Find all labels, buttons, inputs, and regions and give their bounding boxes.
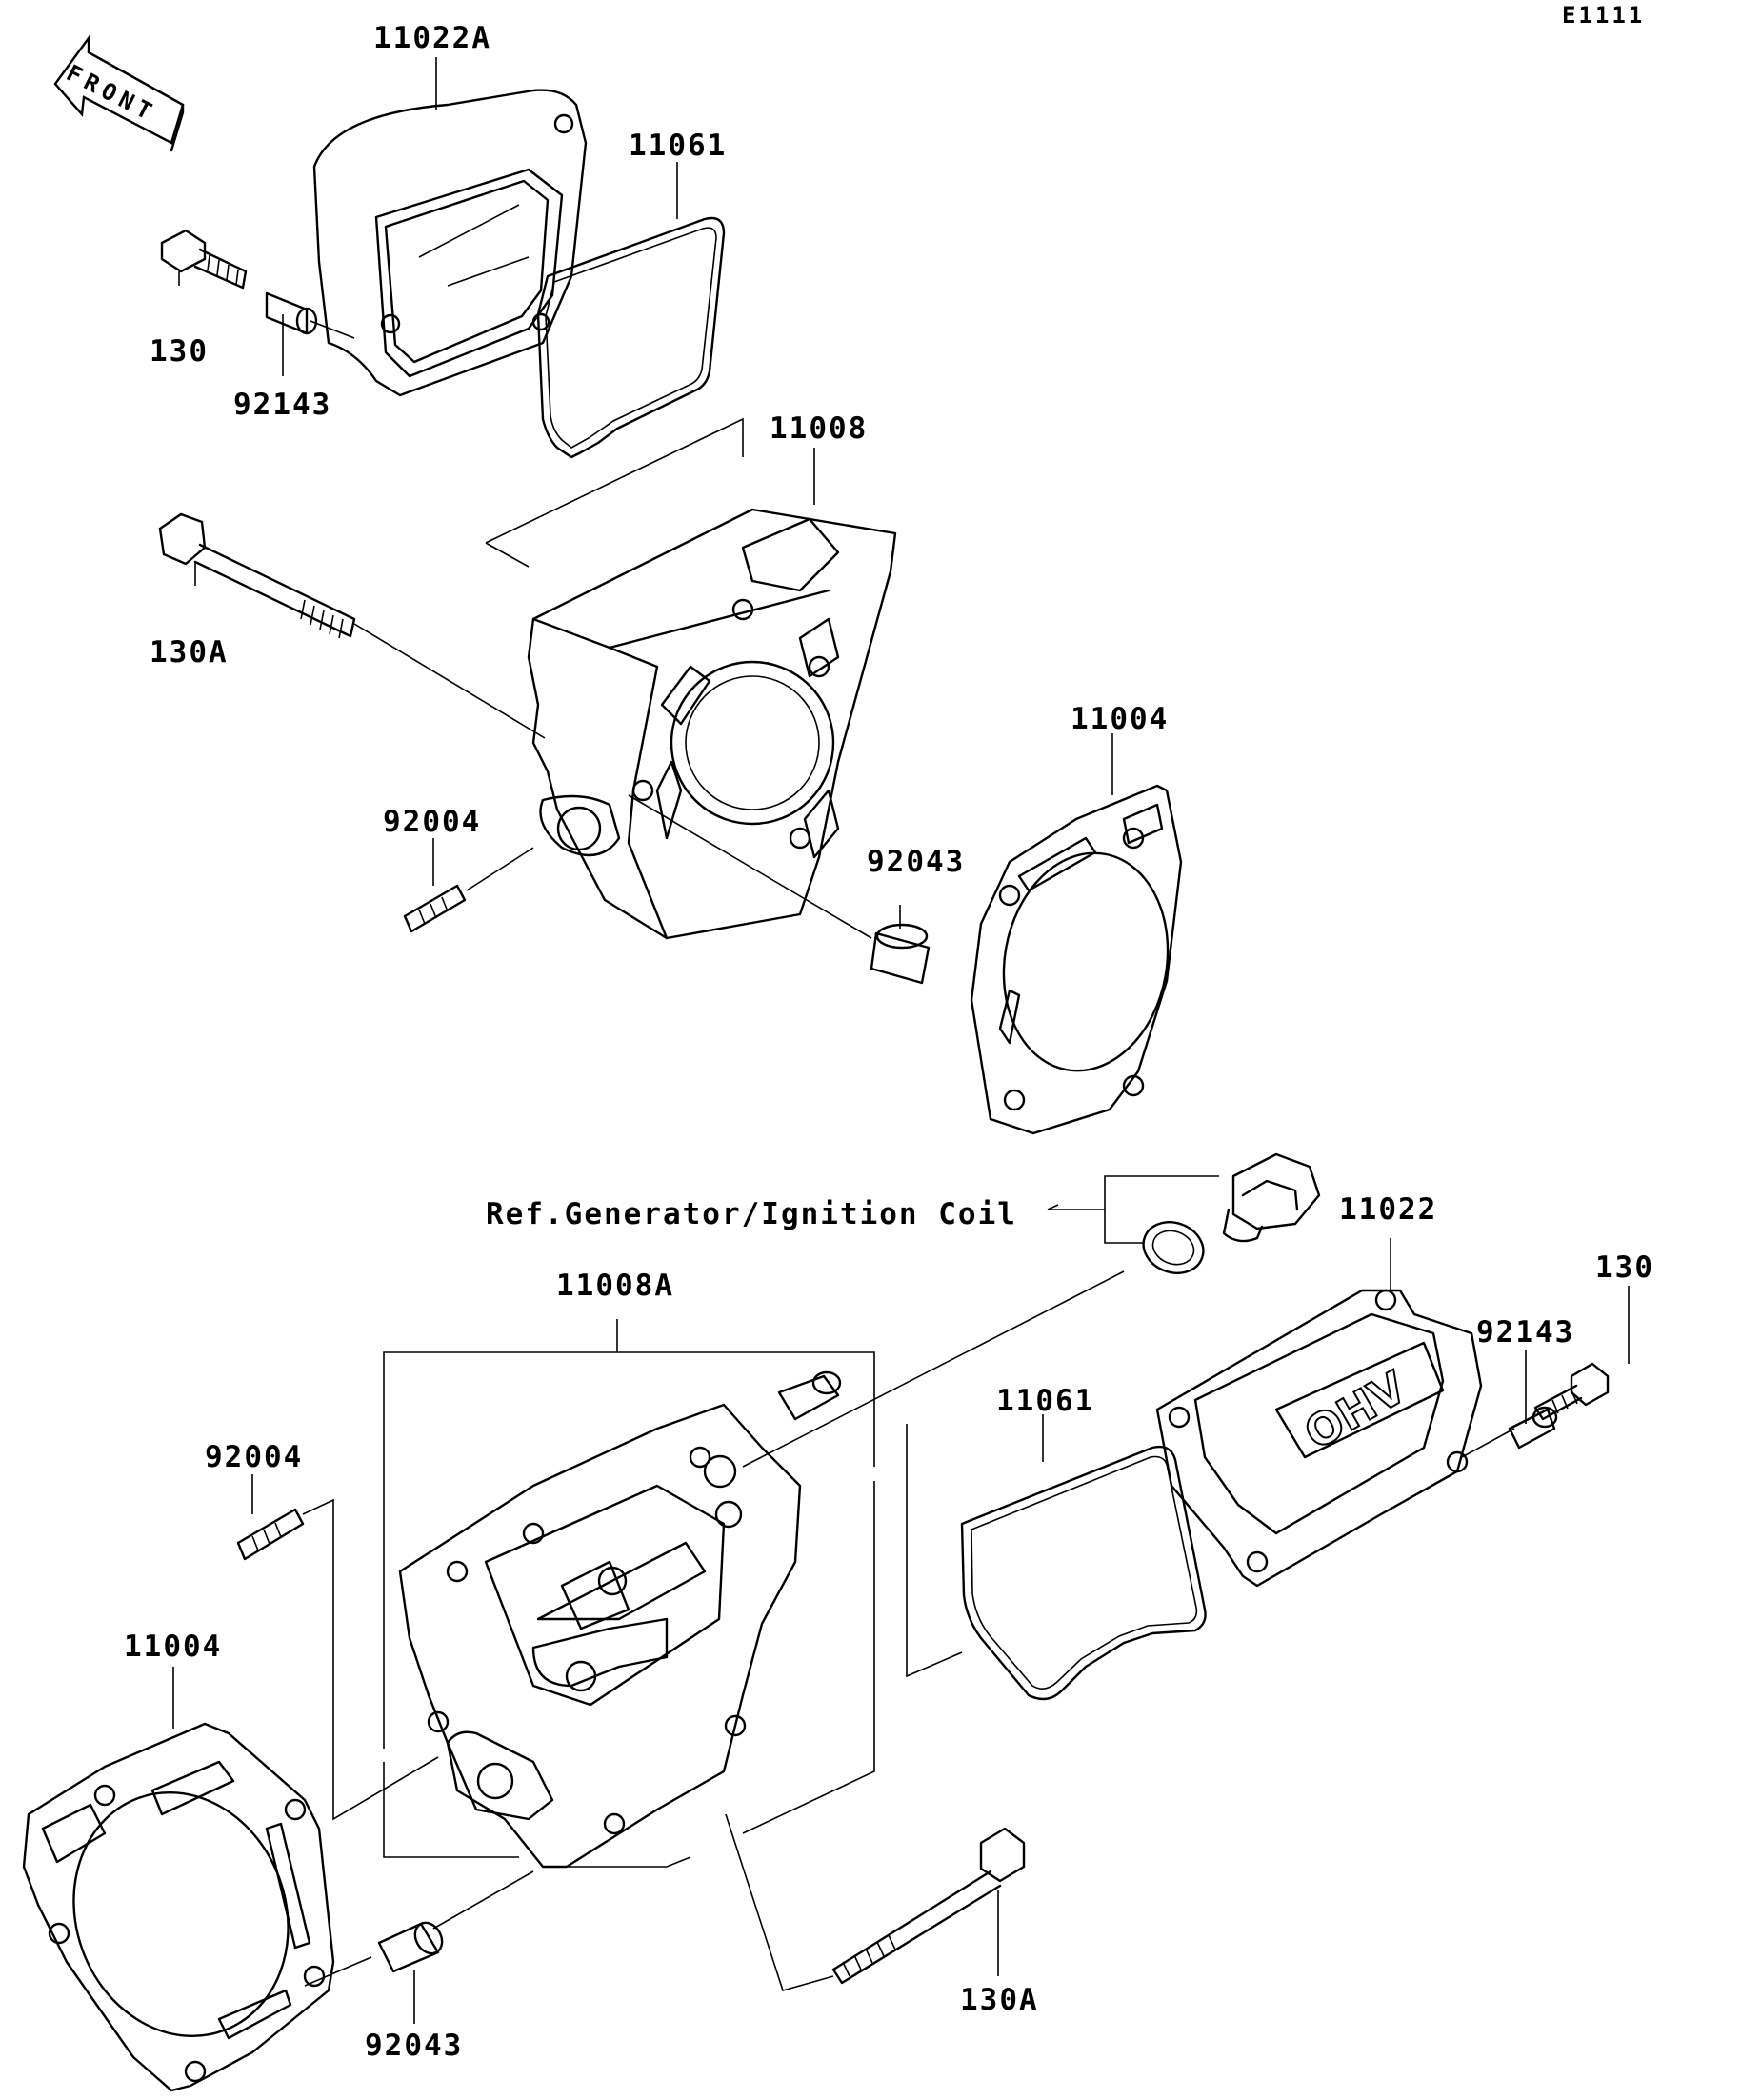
lower-long-bolt [831,1827,1026,1985]
upper-head-gasket [970,784,1183,1135]
upper-dowel [870,923,931,985]
lower-head-cover: OHV [1155,1289,1483,1588]
lower-head-bracket [383,1351,875,1868]
callout-92143-upper: 92143 [233,388,332,422]
lower-leader-lines [172,1204,1630,2024]
lower-gasket [960,1445,1207,1701]
callout-11004-upper: 11004 [1071,702,1170,736]
callout-11061-lower: 11061 [996,1384,1095,1418]
ref-bracket [1048,1175,1219,1244]
upper-stud [403,884,467,933]
callout-11008: 11008 [770,411,869,446]
callout-130a-upper: 130A [150,635,229,670]
diagram-code: E1111 [1562,2,1646,29]
callout-11022a: 11022A [373,21,491,55]
upper-collar [265,291,318,335]
upper-head-cover [312,89,588,397]
upper-leader-lines [178,57,1113,939]
front-arrow-icon: FRONT [53,34,185,152]
lower-collar [1508,1406,1558,1450]
o-ring [1142,1221,1205,1274]
upper-gasket [536,216,726,459]
callout-92143-lower: 92143 [1476,1315,1575,1350]
ohv-emblem: OHV [1296,1361,1415,1460]
lower-dowel [377,1921,444,1973]
callout-11008a: 11008A [556,1269,674,1303]
callout-92004-lower: 92004 [205,1440,304,1474]
callout-11022: 11022 [1339,1192,1438,1227]
callout-11004-lower: 11004 [124,1630,223,1664]
callout-92004-upper: 92004 [383,805,482,839]
ref-generator-note: Ref.Generator/Ignition Coil [486,1197,1017,1231]
callout-11061-upper: 11061 [629,129,728,163]
upper-long-bolt [158,512,356,639]
callout-130-lower: 130 [1595,1250,1654,1285]
oil-filler-cap [1222,1152,1321,1243]
callout-92043-upper: 92043 [867,845,966,879]
callout-92043-lower: 92043 [365,2029,464,2063]
lower-stud [236,1508,305,1561]
upper-bolt [160,229,248,290]
callout-130-upper: 130 [150,334,209,369]
lower-head-gasket [22,1722,335,2092]
lower-cylinder-head [398,1370,842,1869]
upper-cylinder-head [527,508,897,940]
callout-130a-lower: 130A [960,1983,1039,2017]
